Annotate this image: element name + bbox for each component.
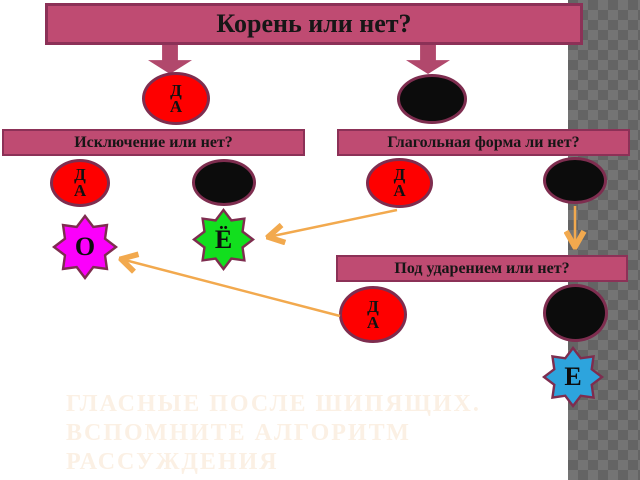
question-stress-banner: Под ударением или нет? [336, 255, 628, 282]
yes-node-exception: ДА [50, 159, 110, 207]
star-letter-yo: Ё [192, 208, 255, 271]
down-arrow-icon [406, 45, 450, 74]
watermark-line: РАССУЖДЕНИЯ [66, 449, 279, 475]
no-node-stress [543, 284, 608, 342]
checkered-panel [568, 0, 640, 480]
letter-yo: Ё [214, 224, 233, 254]
question-exception-text: Исключение или нет? [74, 133, 233, 151]
star-letter-yo-fill: Ё [196, 212, 251, 267]
yes-node-root: ДА [142, 72, 210, 125]
title-banner: Корень или нет? [45, 3, 583, 45]
star-letter-o: О [52, 214, 118, 280]
title-text: Корень или нет? [216, 9, 412, 38]
star-letter-e: Е [542, 346, 604, 408]
question-stress-text: Под ударением или нет? [394, 259, 570, 277]
no-node-exception [192, 159, 256, 206]
yes-node-label: ДА [366, 296, 380, 332]
no-node-verbal [543, 157, 607, 204]
watermark-line: ВСПОМНИТЕ АЛГОРИТМ [66, 420, 411, 446]
yes-node-stress: ДА [339, 286, 407, 343]
watermark-line: ГЛАСНЫЕ ПОСЛЕ ШИПЯЩИХ. [66, 391, 481, 417]
yes-node-verbal: ДА [366, 158, 433, 208]
watermark: ГЛАСНЫЕ ПОСЛЕ ШИПЯЩИХ. ВСПОМНИТЕ АЛГОРИТ… [66, 390, 481, 477]
down-arrow-icon [148, 45, 192, 74]
yes-node-label: ДА [169, 80, 183, 116]
arrow-stress-yes-to-o [121, 259, 341, 318]
no-node-root [397, 74, 467, 124]
yes-node-label: ДА [393, 165, 406, 200]
question-verbal-banner: Глагольная форма ли нет? [337, 129, 630, 156]
star-letter-e-fill: Е [546, 350, 600, 404]
yes-node-label: ДА [73, 165, 87, 200]
question-verbal-text: Глагольная форма ли нет? [387, 133, 580, 151]
star-letter-o-fill: О [56, 218, 114, 276]
question-exception-banner: Исключение или нет? [2, 129, 305, 156]
letter-e: Е [564, 362, 582, 391]
letter-o: О [74, 232, 96, 261]
arrow-verbal-yes-to-yo [268, 208, 398, 237]
